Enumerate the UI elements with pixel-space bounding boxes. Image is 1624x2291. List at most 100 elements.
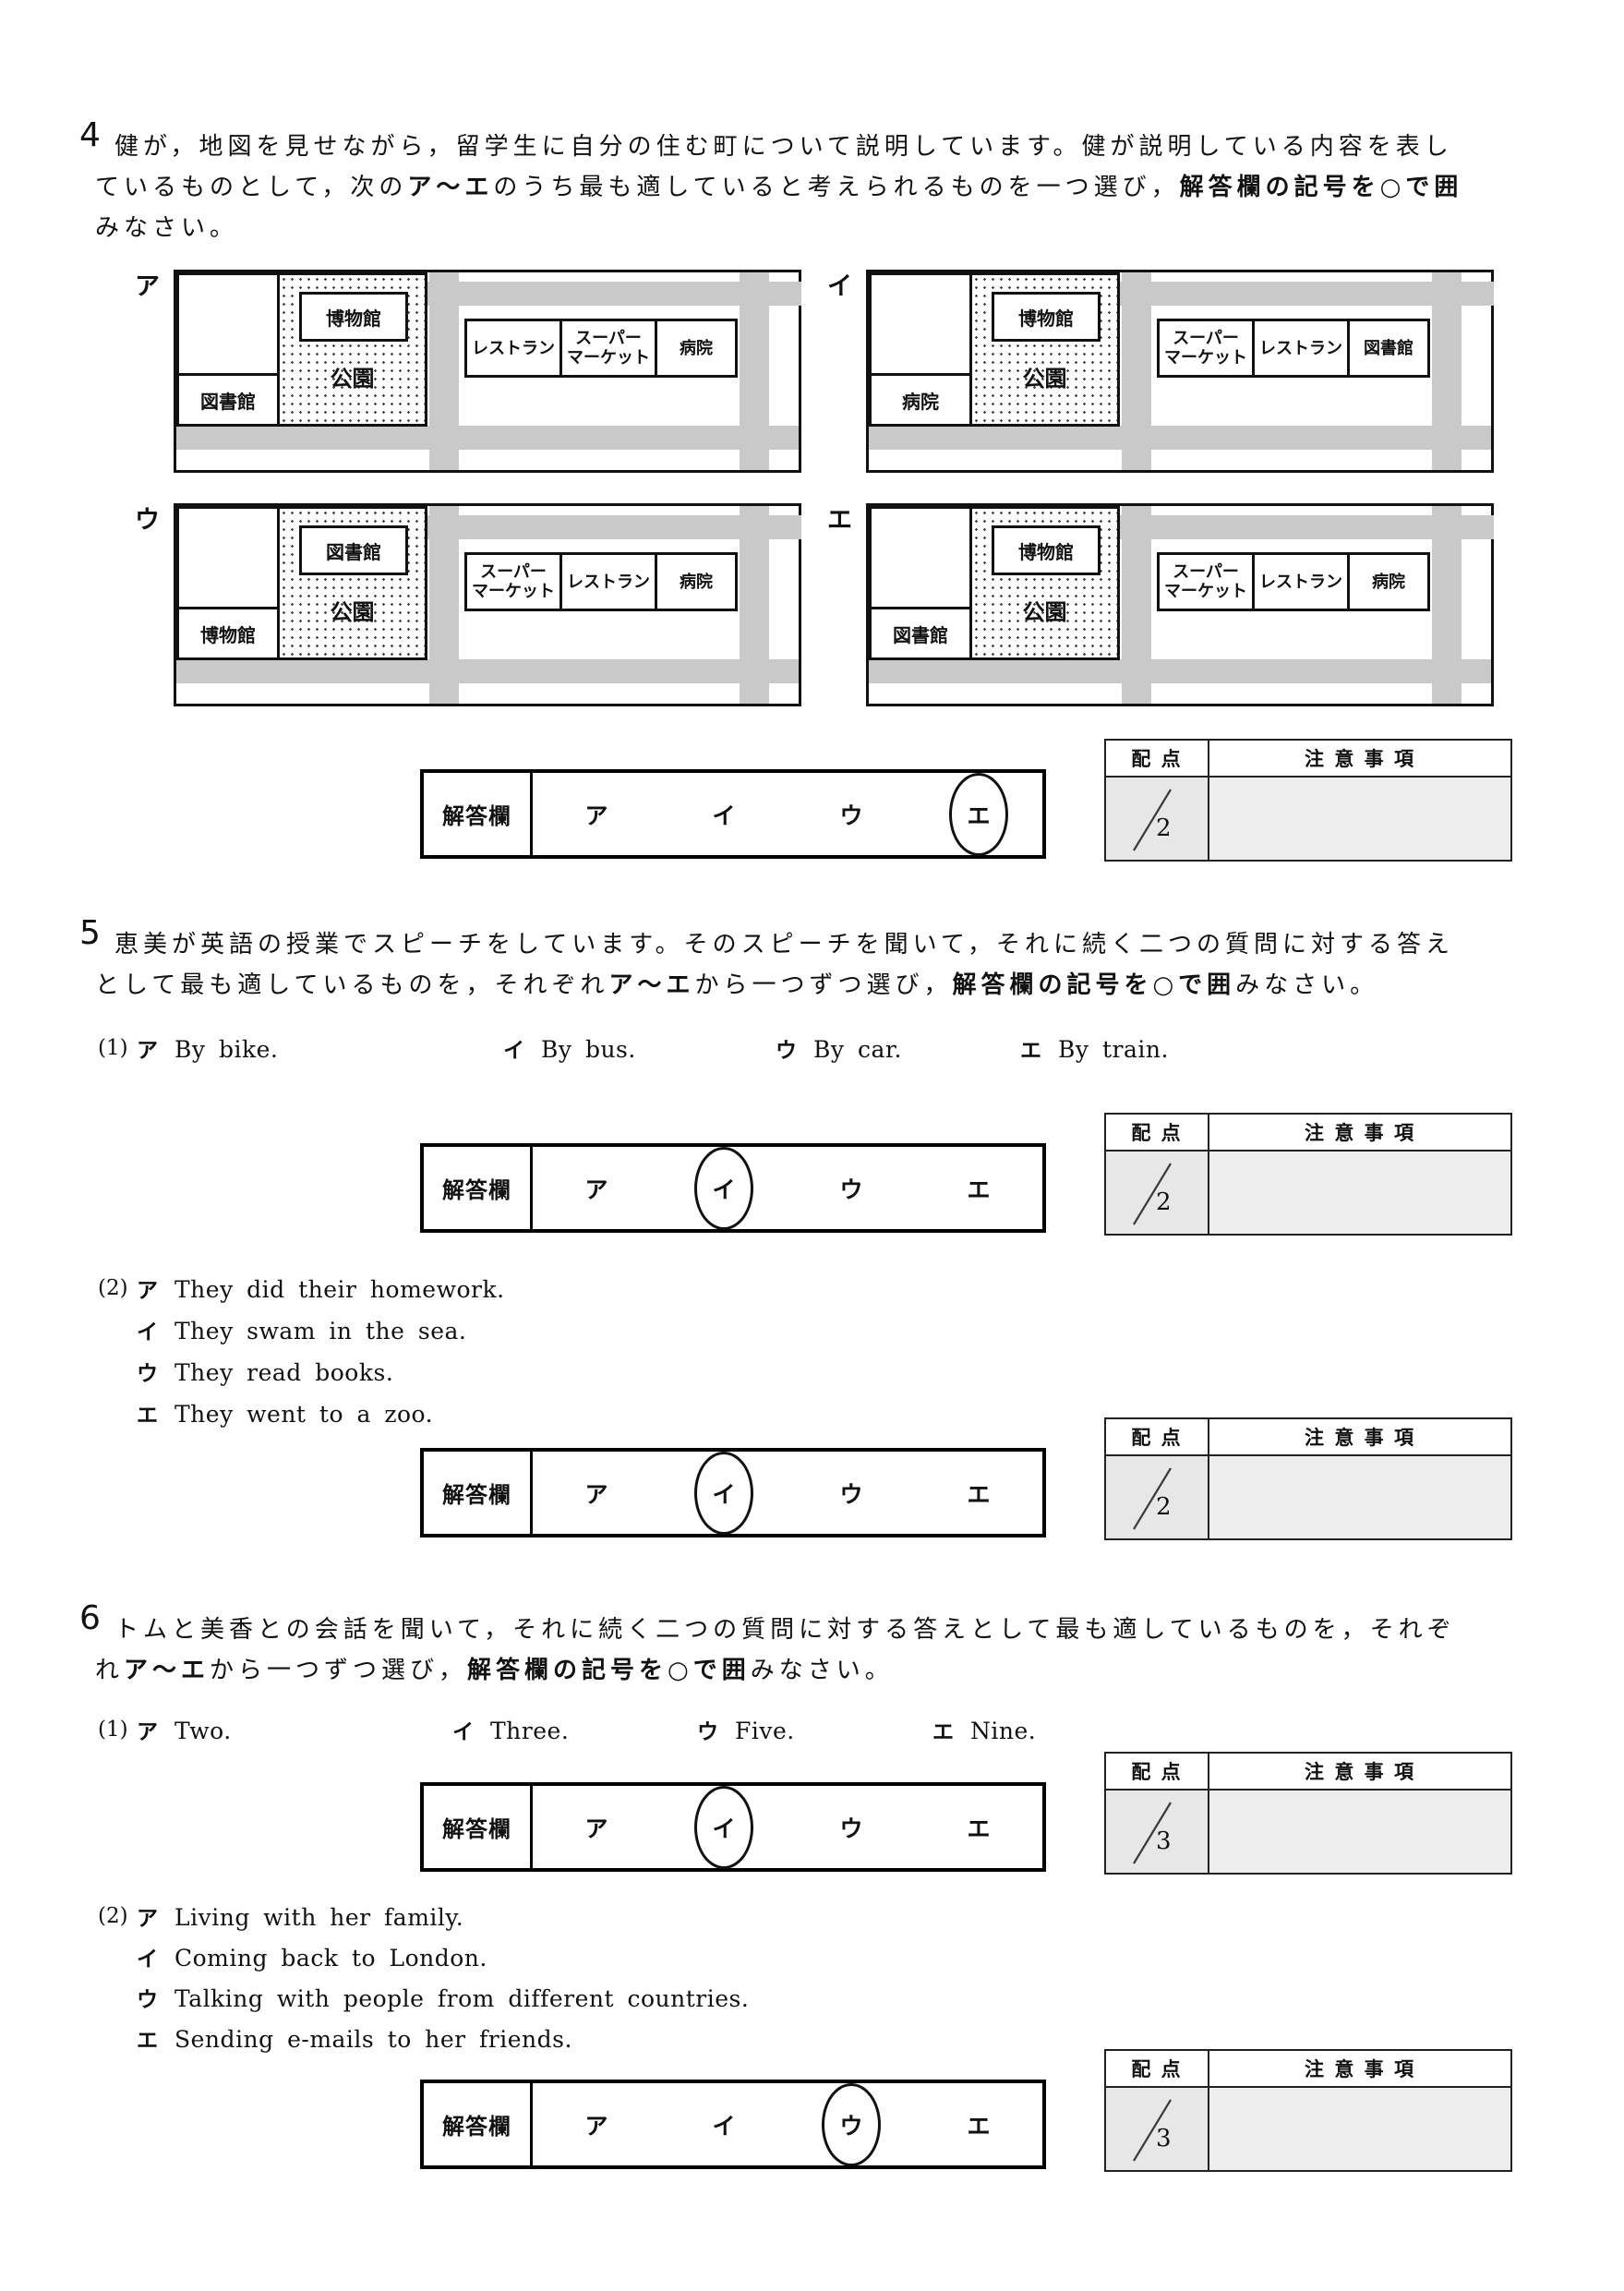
building-label: スーパー	[480, 562, 547, 582]
option-letter: ア	[137, 1039, 158, 1063]
answer-option-i[interactable]: イ	[660, 1147, 788, 1229]
answer-options: ア イ ウ エ	[533, 1786, 1042, 1868]
answer-column-label: 解答欄	[424, 773, 533, 855]
answer-options: ア イ ウ エ	[533, 1452, 1042, 1534]
answer-option-u[interactable]: ウ	[788, 1452, 915, 1534]
score-cell: 3	[1106, 1791, 1209, 1873]
map-option-i: 病院 博物館 公園 スーパーマーケット レストラン 図書館	[866, 270, 1494, 473]
park-label: 公園	[1022, 599, 1067, 625]
score-max: 2	[1156, 1493, 1172, 1521]
option-letter: ウ	[839, 1176, 863, 1203]
score-max: 2	[1156, 1188, 1172, 1216]
building-label: 図書館	[326, 540, 381, 563]
score-header: 配 点	[1106, 1419, 1209, 1456]
text-run-bold: ア～エ	[608, 971, 695, 999]
question-6-text-line2: れア～エから一つずつ選び，解答欄の記号を○で囲みなさい。	[95, 1651, 894, 1685]
empty-block	[176, 506, 280, 609]
text-run: みなさい。	[750, 1657, 894, 1684]
map-label-u: ウ	[135, 506, 160, 535]
answer-option-e[interactable]: エ	[915, 773, 1042, 855]
option-letter: ウ	[697, 1720, 718, 1744]
option-letter: エ	[967, 1480, 991, 1508]
question-4-text-line3: みなさい。	[95, 214, 239, 242]
answer-option-a[interactable]: ア	[533, 773, 660, 855]
map-label-a: ア	[135, 272, 160, 301]
answer-option-i[interactable]: イ	[660, 1452, 788, 1534]
answer-option-i[interactable]: イ	[660, 1786, 788, 1868]
building-label: マーケット	[567, 348, 650, 368]
answer-option-i[interactable]: イ	[660, 773, 788, 855]
score-slash-icon	[1133, 1802, 1172, 1864]
map-option-a: 図書館 博物館 公園 レストラン スーパーマーケット 病院	[174, 270, 801, 473]
building-in-park: 図書館	[299, 525, 408, 575]
subquestion-2-marker: (2)	[98, 1276, 128, 1300]
option-letter: エ	[137, 2029, 158, 2053]
park-label: 公園	[1022, 366, 1067, 392]
option-text: Three.	[490, 1718, 570, 1744]
option-letter: エ	[967, 1176, 991, 1203]
score-cell: 2	[1106, 778, 1209, 860]
score-cell: 3	[1106, 2088, 1209, 2170]
notes-header: 注 意 事 項	[1209, 1419, 1510, 1456]
option-letter: エ	[967, 802, 991, 829]
answer-option-e[interactable]: エ	[915, 1147, 1042, 1229]
road-horizontal-top	[1120, 282, 1494, 306]
building-row: レストラン スーパーマーケット 病院	[464, 319, 738, 378]
answer-option-a[interactable]: ア	[533, 1147, 660, 1229]
answer-option-e[interactable]: エ	[915, 2083, 1042, 2165]
option-text: Nine.	[970, 1718, 1037, 1744]
score-max: 3	[1156, 1827, 1172, 1855]
building-label: 病院	[680, 338, 713, 358]
answer-option-i[interactable]: イ	[660, 2083, 788, 2165]
answer-option-u[interactable]: ウ	[788, 2083, 915, 2165]
building-label: マーケット	[472, 582, 555, 601]
option-text: Two.	[174, 1718, 232, 1744]
option-letter: ア	[137, 1907, 158, 1931]
option-text: They read books.	[174, 1359, 394, 1386]
building-label: 図書館	[1364, 338, 1413, 358]
question-4-text-line1: 健が，地図を見せながら，留学生に自分の住む町について説明しています。健が説明して…	[114, 133, 1453, 161]
option-letter: エ	[932, 1720, 954, 1744]
building-label: 病院	[680, 572, 713, 592]
answer-option-e[interactable]: エ	[915, 1452, 1042, 1534]
answer-options: ア イ ウ エ	[533, 1147, 1042, 1229]
map-option-u: 博物館 図書館 公園 スーパーマーケット レストラン 病院	[174, 503, 801, 706]
answer-column-label: 解答欄	[424, 2083, 533, 2165]
answer-option-e[interactable]: エ	[915, 1786, 1042, 1868]
answer-option-u[interactable]: ウ	[788, 1147, 915, 1229]
building-corner: 博物館	[176, 607, 280, 660]
option-text: Living with her family.	[174, 1904, 464, 1931]
option-letter: エ	[967, 1815, 991, 1842]
building-label: 病院	[902, 390, 939, 413]
option-text: Talking with people from different count…	[174, 1985, 750, 2012]
text-run: みなさい。	[1235, 971, 1379, 999]
score-table-q4: 配 点 注 意 事 項 2	[1104, 739, 1512, 862]
notes-header: 注 意 事 項	[1209, 741, 1510, 778]
building-box-2: レストラン	[559, 552, 657, 611]
building-in-park: 博物館	[992, 292, 1101, 342]
option-text: By bus.	[541, 1036, 636, 1063]
option-letter: ア	[584, 802, 608, 829]
building-row: スーパーマーケット レストラン 図書館	[1157, 319, 1430, 378]
answer-option-a[interactable]: ア	[533, 1786, 660, 1868]
text-run-bold: 解答欄の記号を○で囲	[467, 1657, 751, 1684]
answer-option-a[interactable]: ア	[533, 2083, 660, 2165]
option-letter: イ	[712, 2112, 736, 2140]
building-box-2: スーパーマーケット	[559, 319, 657, 378]
answer-option-a[interactable]: ア	[533, 1452, 660, 1534]
notes-header: 注 意 事 項	[1209, 1115, 1510, 1152]
option-letter: ア	[584, 1815, 608, 1842]
notes-cell	[1209, 1456, 1510, 1538]
answer-option-u[interactable]: ウ	[788, 1786, 915, 1868]
map-label-e: エ	[827, 506, 852, 535]
answer-option-u[interactable]: ウ	[788, 773, 915, 855]
text-run-bold: 解答欄の記号を○で囲	[952, 971, 1236, 999]
park-block: 図書館 公園	[277, 506, 427, 660]
notes-header: 注 意 事 項	[1209, 1754, 1510, 1791]
building-corner: 病院	[869, 373, 972, 427]
